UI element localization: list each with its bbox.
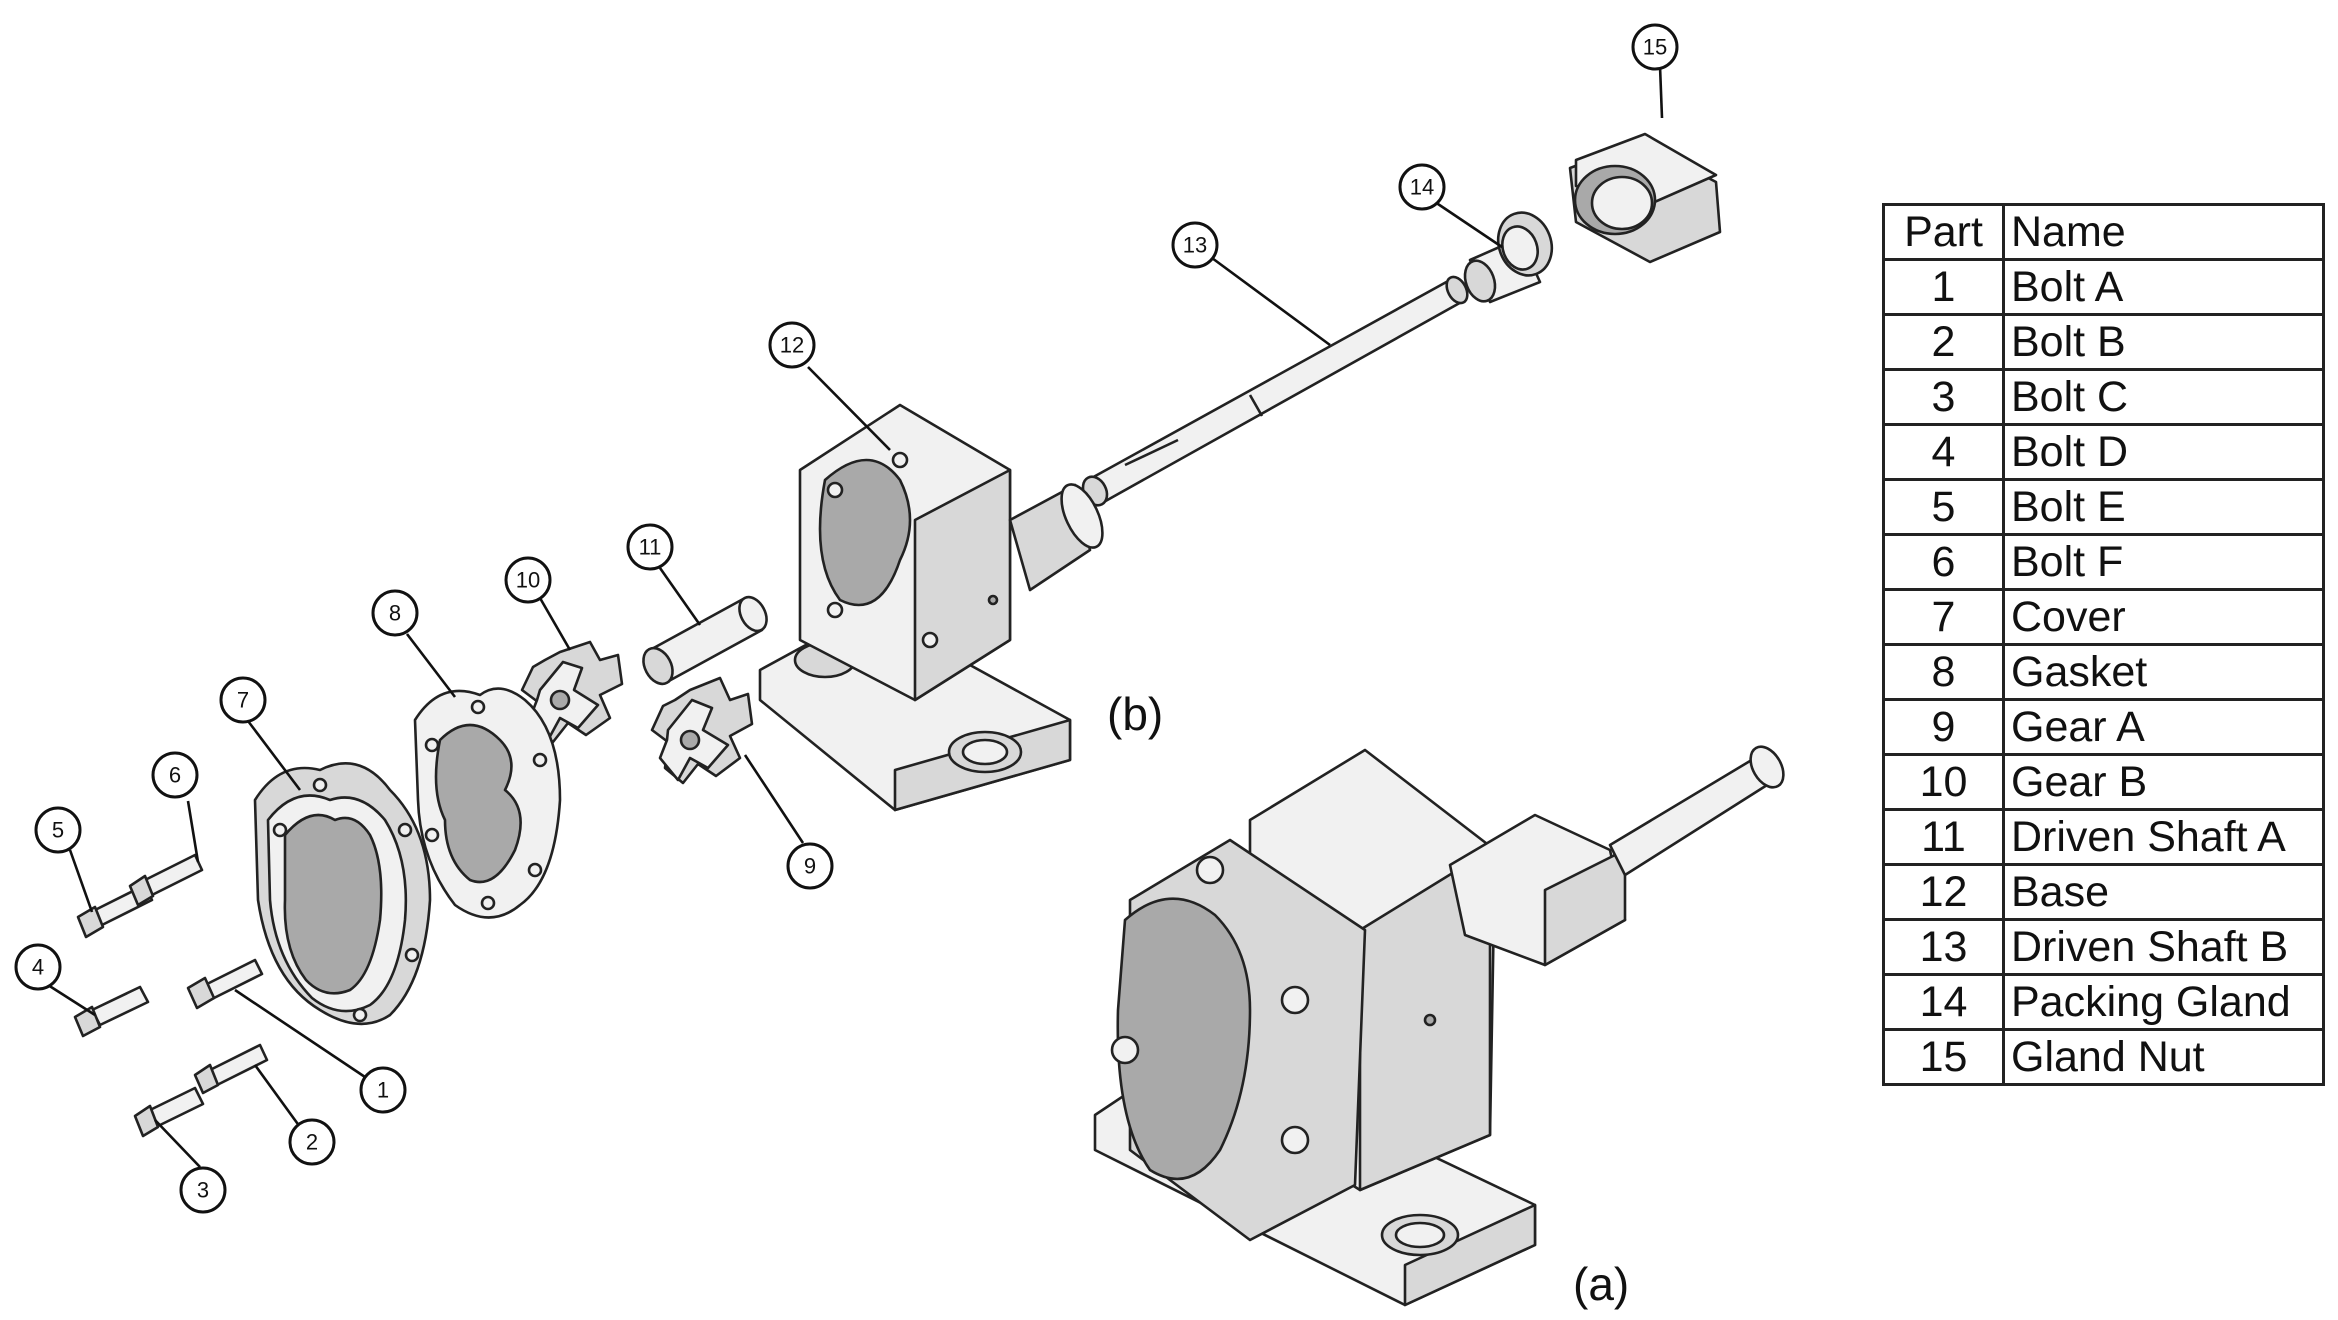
part-name-cell: Packing Gland bbox=[2002, 973, 2325, 1031]
bolt-d-part bbox=[73, 985, 150, 1038]
svg-text:1: 1 bbox=[377, 1078, 389, 1103]
callout-10: 10 bbox=[504, 556, 552, 604]
bolt-a-part bbox=[186, 958, 264, 1010]
gear-b-part bbox=[520, 640, 624, 744]
part-name-cell: Bolt F bbox=[2002, 533, 2325, 591]
part-name-cell: Bolt D bbox=[2002, 423, 2325, 481]
part-number-cell: 13 bbox=[1882, 918, 2005, 976]
part-number-cell: 7 bbox=[1882, 588, 2005, 646]
svg-text:4: 4 bbox=[32, 955, 44, 980]
bolt-f-part bbox=[128, 853, 204, 907]
part-number-cell: 4 bbox=[1882, 423, 2005, 481]
assembled-pump-view bbox=[1093, 745, 1785, 1307]
part-number-cell: 15 bbox=[1882, 1028, 2005, 1086]
exploded-view-label: (b) bbox=[1107, 688, 1163, 740]
driven-shaft-a-part bbox=[642, 595, 768, 686]
part-name-cell: Base bbox=[2002, 863, 2325, 921]
svg-text:9: 9 bbox=[804, 854, 816, 879]
packing-gland-part bbox=[1463, 211, 1554, 304]
column-header-part: Part bbox=[1882, 203, 2005, 261]
part-name-cell: Gear B bbox=[2002, 753, 2325, 811]
callout-8: 8 bbox=[371, 589, 419, 637]
part-name-cell: Bolt B bbox=[2002, 313, 2325, 371]
part-number-cell: 11 bbox=[1882, 808, 2005, 866]
svg-text:6: 6 bbox=[169, 763, 181, 788]
svg-text:10: 10 bbox=[516, 568, 540, 593]
part-name-cell: Bolt A bbox=[2002, 258, 2325, 316]
svg-text:11: 11 bbox=[639, 535, 662, 560]
part-number-cell: 6 bbox=[1882, 533, 2005, 591]
callout-7: 7 bbox=[219, 676, 267, 724]
gear-a-part bbox=[650, 676, 754, 785]
part-number-cell: 14 bbox=[1882, 973, 2005, 1031]
part-number-cell: 3 bbox=[1882, 368, 2005, 426]
callout-13: 13 bbox=[1171, 221, 1219, 269]
callout-9: 9 bbox=[786, 842, 834, 890]
part-number-cell: 5 bbox=[1882, 478, 2005, 536]
assembled-view-label: (a) bbox=[1573, 1258, 1629, 1310]
part-name-cell: Cover bbox=[2002, 588, 2325, 646]
part-number-cell: 10 bbox=[1882, 753, 2005, 811]
column-header-name: Name bbox=[2002, 203, 2325, 261]
callout-6: 6 bbox=[151, 751, 199, 799]
part-name-cell: Driven Shaft A bbox=[2002, 808, 2325, 866]
svg-text:8: 8 bbox=[389, 601, 401, 626]
svg-text:2: 2 bbox=[306, 1130, 318, 1155]
part-name-cell: Bolt C bbox=[2002, 368, 2325, 426]
svg-text:13: 13 bbox=[1183, 233, 1207, 258]
base-part bbox=[758, 403, 1104, 812]
callout-12: 12 bbox=[768, 321, 816, 369]
svg-text:14: 14 bbox=[1410, 175, 1434, 200]
gasket-part bbox=[413, 687, 562, 919]
callout-11: 11 bbox=[626, 523, 674, 571]
callout-4: 4 bbox=[14, 943, 62, 991]
svg-text:3: 3 bbox=[197, 1178, 209, 1203]
part-name-cell: Driven Shaft B bbox=[2002, 918, 2325, 976]
part-name-cell: Bolt E bbox=[2002, 478, 2325, 536]
part-number-cell: 1 bbox=[1882, 258, 2005, 316]
bolt-b-part bbox=[193, 1043, 269, 1095]
callout-15: 15 bbox=[1631, 23, 1679, 71]
part-name-cell: Gland Nut bbox=[2002, 1028, 2325, 1086]
svg-text:15: 15 bbox=[1643, 35, 1667, 60]
callout-5: 5 bbox=[34, 806, 82, 854]
part-number-cell: 2 bbox=[1882, 313, 2005, 371]
part-name-cell: Gasket bbox=[2002, 643, 2325, 701]
callout-1: 1 bbox=[359, 1066, 407, 1114]
driven-shaft-b-part bbox=[1081, 275, 1469, 507]
part-number-cell: 8 bbox=[1882, 643, 2005, 701]
table-header-row: Part Name bbox=[1882, 203, 2325, 261]
callout-2: 2 bbox=[288, 1118, 336, 1166]
gland-nut-part bbox=[1568, 132, 1722, 264]
cover-part bbox=[253, 762, 432, 1026]
exploded-assembly-drawing: 1 2 3 4 5 6 7 8 9 10 11 12 13 14 15 (b) … bbox=[14, 23, 1785, 1310]
callout-3: 3 bbox=[179, 1166, 227, 1214]
part-name-cell: Gear A bbox=[2002, 698, 2325, 756]
svg-text:5: 5 bbox=[52, 818, 64, 843]
svg-text:12: 12 bbox=[780, 333, 804, 358]
svg-text:7: 7 bbox=[237, 688, 249, 713]
part-number-cell: 9 bbox=[1882, 698, 2005, 756]
callout-14: 14 bbox=[1398, 163, 1446, 211]
part-number-cell: 12 bbox=[1882, 863, 2005, 921]
bolt-c-part bbox=[133, 1086, 205, 1138]
